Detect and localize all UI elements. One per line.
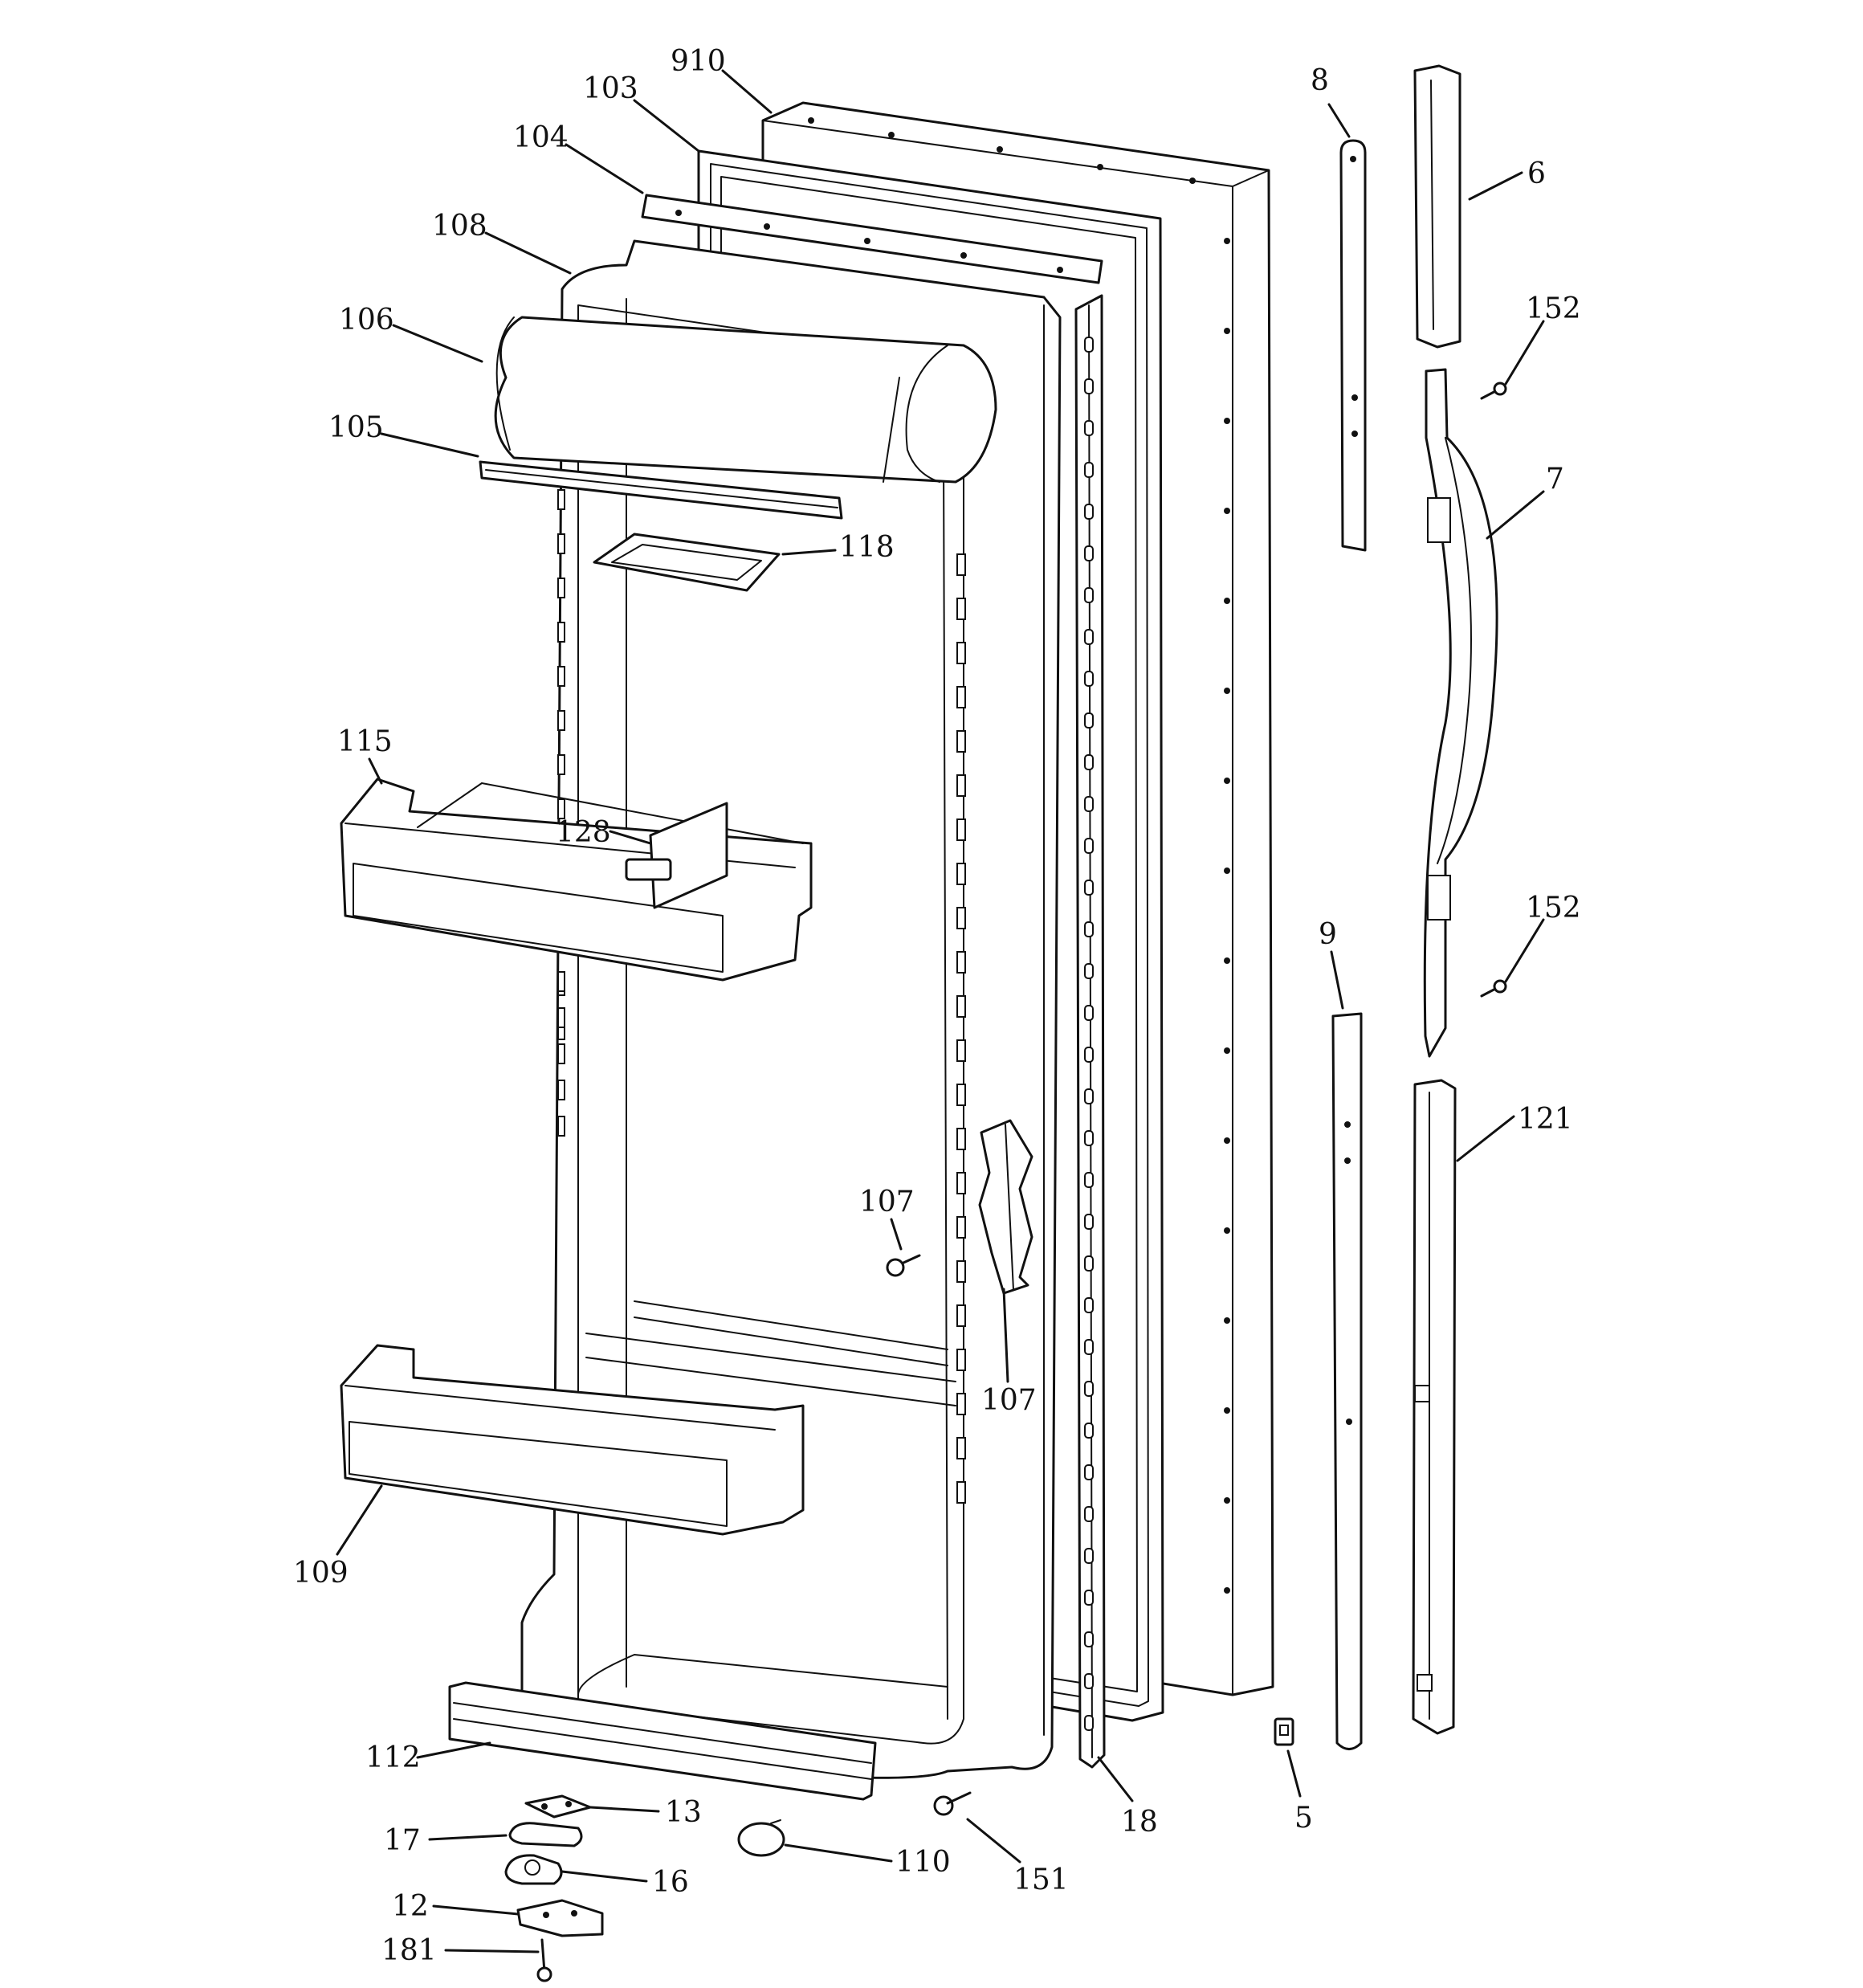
callout-115: 115 (337, 725, 393, 758)
bottom-trim (448, 1681, 877, 1801)
small-tray (593, 533, 781, 592)
callout-910: 910 (671, 45, 726, 78)
upper-door-bin (340, 778, 813, 982)
callout-105: 105 (328, 411, 384, 444)
liner-screw (886, 1254, 921, 1277)
callout-110: 110 (895, 1846, 951, 1879)
top-bin-cover (494, 316, 997, 484)
lower-handle-trim (1331, 1012, 1363, 1750)
hinge-bushing (504, 1854, 563, 1885)
base-screw (933, 1791, 972, 1816)
handle-screw-upper (1480, 382, 1507, 400)
handle-end-cap (1413, 64, 1461, 349)
callout-112: 112 (365, 1741, 421, 1774)
side-bracket (978, 1119, 1033, 1295)
lower-door-bin (340, 1344, 805, 1536)
callout-104: 104 (513, 121, 569, 154)
hinge-spacer (508, 1822, 583, 1847)
handle-screw-lower (1480, 979, 1507, 998)
callout-109: 109 (293, 1557, 349, 1590)
small-clip (1274, 1717, 1294, 1746)
hinge-plate (524, 1794, 592, 1819)
callout-18: 18 (1121, 1806, 1158, 1839)
callout-128: 128 (556, 816, 611, 849)
callout-5: 5 (1294, 1802, 1313, 1835)
cover-trim (479, 460, 843, 520)
callout-108: 108 (432, 210, 487, 243)
upper-handle-trim (1339, 139, 1367, 552)
callout-107-bracket: 107 (981, 1384, 1037, 1417)
callout-7: 7 (1546, 463, 1564, 496)
hinge-bracket (516, 1899, 604, 1937)
callout-8: 8 (1311, 64, 1329, 97)
callout-181: 181 (381, 1934, 437, 1967)
callout-121: 121 (1518, 1103, 1573, 1136)
callout-12: 12 (392, 1890, 429, 1923)
callout-152-lower: 152 (1526, 892, 1581, 925)
top-strip (641, 194, 1103, 284)
leader-lines (336, 69, 1545, 1953)
callout-17: 17 (384, 1824, 421, 1857)
callout-9: 9 (1319, 918, 1337, 951)
callout-106: 106 (339, 304, 394, 337)
door-handle (1423, 368, 1498, 1058)
callout-107-screw: 107 (859, 1186, 915, 1219)
bin-divider (625, 802, 728, 909)
callout-151: 151 (1013, 1863, 1069, 1896)
callout-6: 6 (1527, 157, 1546, 190)
callout-13: 13 (665, 1796, 702, 1829)
callout-labels: 910 103 104 108 106 105 118 115 128 107 … (293, 45, 1581, 1967)
callout-118: 118 (839, 531, 895, 564)
callout-16: 16 (652, 1866, 689, 1899)
handle-trim-strip (1412, 1079, 1457, 1735)
callout-152-upper: 152 (1526, 292, 1581, 325)
callout-103: 103 (583, 72, 638, 105)
hinge-screw (536, 1938, 552, 1982)
cap (737, 1819, 785, 1857)
hinge-side-strip (1074, 294, 1106, 1769)
